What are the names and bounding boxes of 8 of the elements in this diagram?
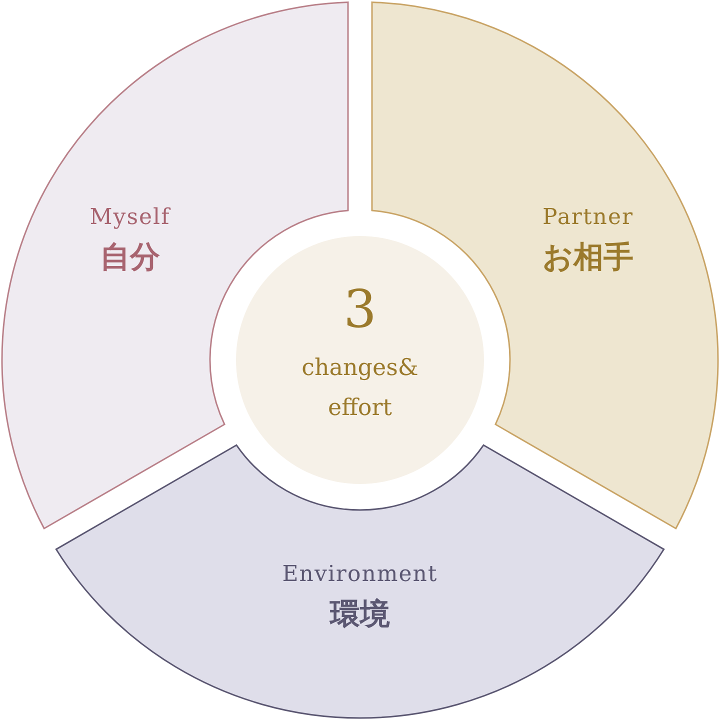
segment-label: お相手 xyxy=(542,239,634,277)
segment-label: Environment xyxy=(281,562,439,587)
segment-label: 環境 xyxy=(328,596,391,634)
segment-label: 自分 xyxy=(99,239,161,277)
center-number: 3 xyxy=(342,280,378,340)
segment-label: Partner xyxy=(542,205,634,230)
center-caption: changes& effort xyxy=(300,354,420,423)
segment-label: Myself xyxy=(88,205,172,230)
